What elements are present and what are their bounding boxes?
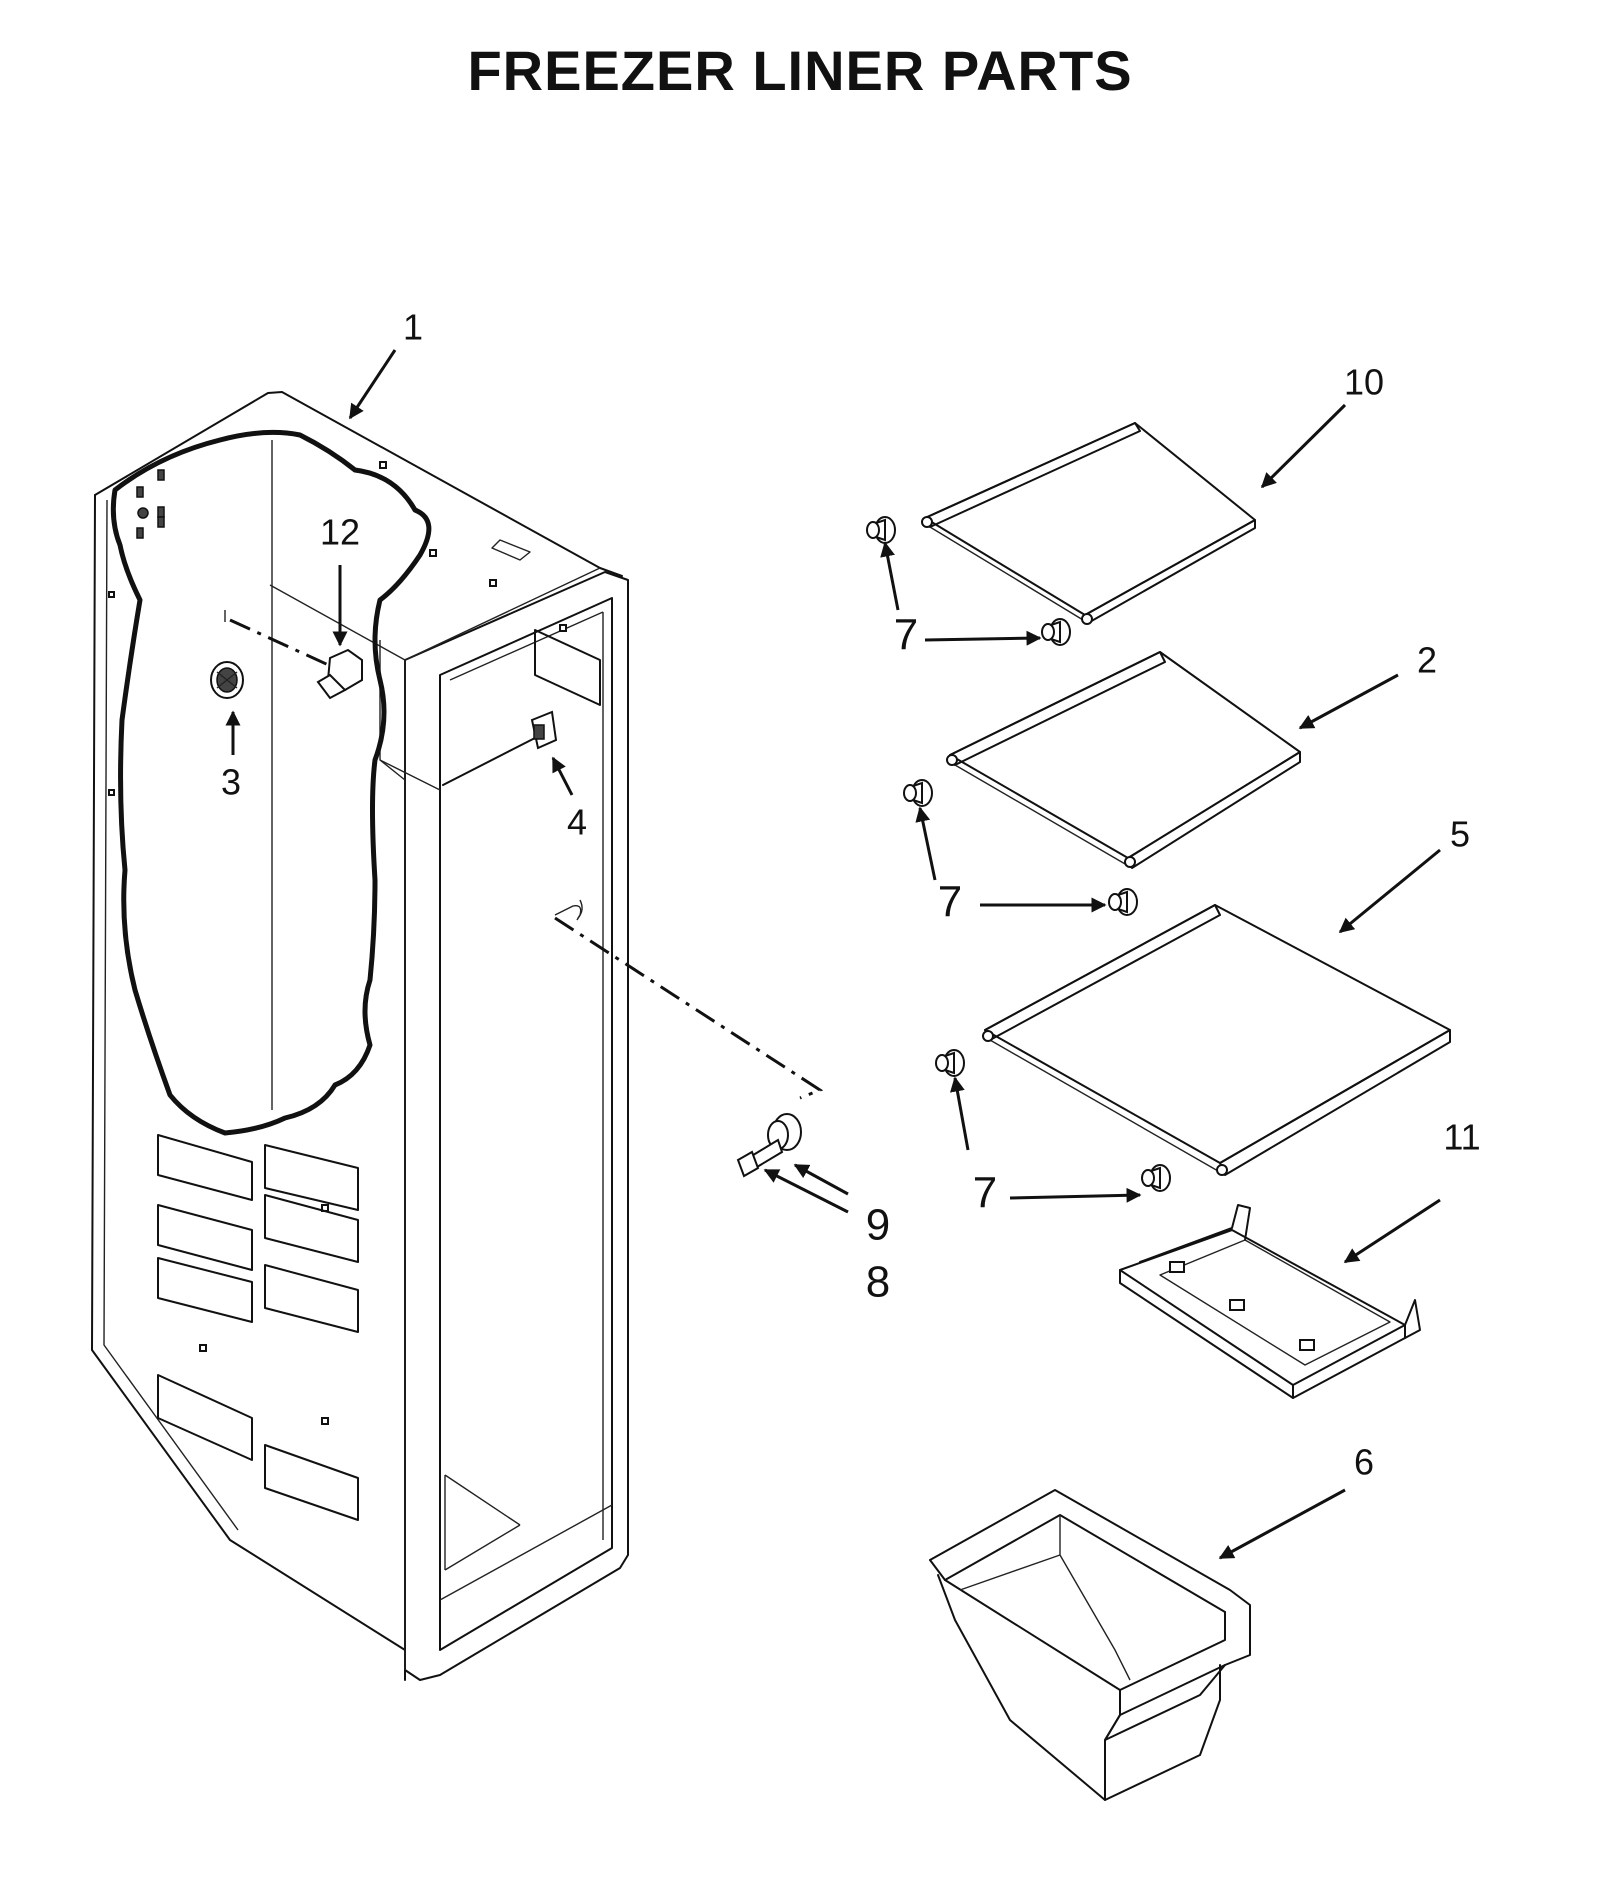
- shelf-supports-7: [866, 516, 1171, 1192]
- page-title: FREEZER LINER PARTS: [467, 39, 1133, 102]
- callout-6: 6: [1354, 1442, 1374, 1483]
- shelf-10: [921, 422, 1256, 625]
- callout-8: 8: [866, 1258, 890, 1307]
- shelf-5: [982, 904, 1451, 1176]
- callout-12: 12: [320, 512, 360, 553]
- callout-7-top: 7: [894, 611, 918, 660]
- shelf-2: [946, 651, 1301, 869]
- callout-9: 9: [866, 1201, 890, 1250]
- switch-4: [442, 710, 558, 786]
- bracket-assembly-11: [1119, 1204, 1421, 1399]
- callout-3: 3: [221, 762, 241, 803]
- callout-4: 4: [567, 802, 587, 843]
- callout-5: 5: [1450, 814, 1470, 855]
- callout-10: 10: [1344, 362, 1384, 403]
- callout-7-bottom: 7: [973, 1169, 997, 1218]
- callout-2: 2: [1417, 640, 1437, 681]
- leader-lines: [225, 349, 1441, 1560]
- freezer-liner: [91, 391, 629, 1681]
- bin-6: [929, 1489, 1251, 1801]
- callout-11: 11: [1443, 1117, 1480, 1158]
- callout-7-middle: 7: [938, 878, 962, 927]
- light-socket-3: [210, 661, 244, 699]
- screw-and-washer: [554, 905, 824, 1178]
- callout-1: 1: [403, 307, 423, 348]
- bracket-12: [229, 618, 363, 700]
